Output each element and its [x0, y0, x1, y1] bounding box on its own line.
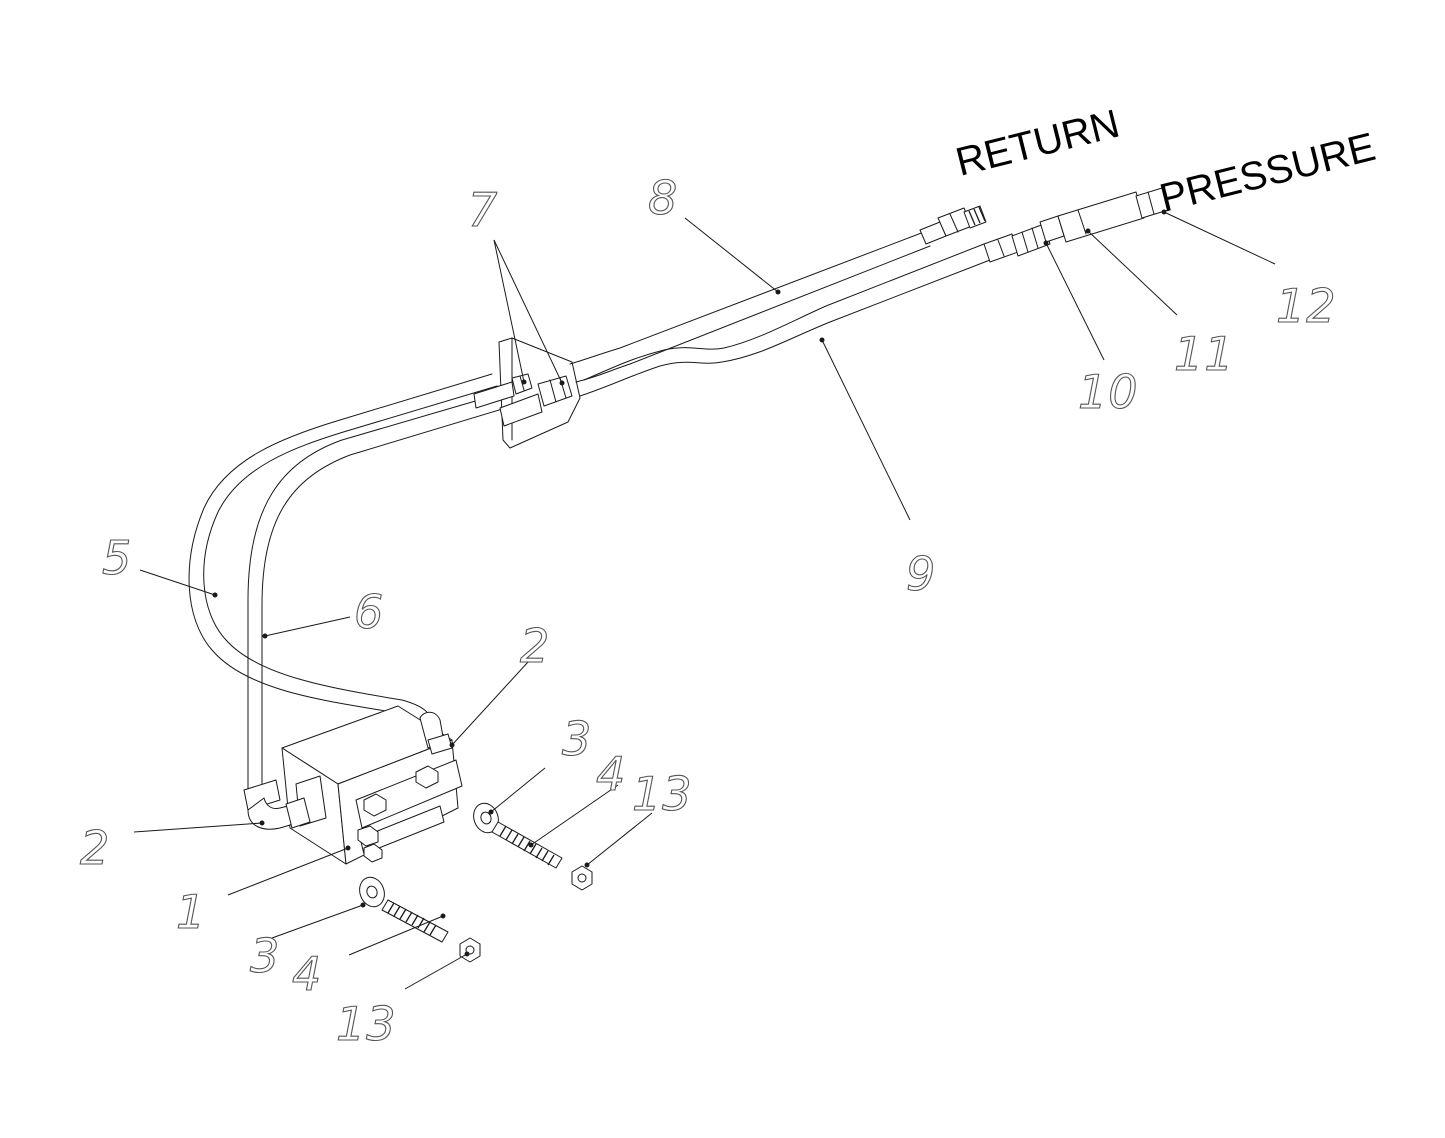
valve-block-1 — [281, 705, 463, 865]
fitting-7-lower — [499, 375, 573, 427]
callout-12: 12 — [1276, 279, 1337, 333]
callout-7: 7 — [468, 183, 498, 237]
fitting-12 — [1135, 187, 1169, 219]
nut-13-upper — [571, 865, 593, 891]
leader-lines — [133, 209, 1276, 990]
callout-9: 9 — [906, 547, 936, 601]
bolt-4-lower — [381, 899, 449, 943]
bolt-4-upper — [491, 821, 563, 869]
callout-11: 11 — [1174, 327, 1235, 381]
callout-2-right: 2 — [520, 619, 550, 673]
elbow-2-upper — [419, 711, 453, 755]
callout-2-left: 2 — [80, 821, 110, 875]
callout-4-upper: 4 — [596, 747, 626, 801]
washer-3-lower — [359, 876, 385, 908]
hose-9 — [579, 233, 1019, 397]
fitting-11 — [1057, 191, 1145, 243]
hose-8 — [569, 205, 987, 383]
callout-numbers: 1 2 2 3 3 4 4 5 6 7 8 9 10 11 12 13 13 — [79, 170, 1337, 1051]
return-label: RETURN — [952, 102, 1124, 185]
callout-1: 1 — [176, 885, 206, 939]
callout-10: 10 — [1078, 365, 1139, 419]
callout-8: 8 — [648, 171, 678, 225]
callout-13-lower: 13 — [336, 997, 397, 1051]
callout-3-lower: 3 — [250, 929, 280, 983]
callout-3-upper: 3 — [562, 712, 592, 766]
fitting-10 — [1011, 215, 1065, 257]
hose-5 — [188, 373, 498, 735]
fitting-7-upper — [473, 373, 533, 409]
elbow-2-lower — [243, 779, 311, 830]
callout-6: 6 — [354, 585, 384, 639]
callout-13-upper: 13 — [632, 767, 693, 821]
nut-13-lower — [459, 937, 481, 963]
pressure-label: PRESSURE — [1156, 125, 1380, 221]
callout-4-lower: 4 — [292, 947, 322, 1001]
hose-6 — [247, 389, 520, 791]
callout-5: 5 — [102, 531, 132, 585]
